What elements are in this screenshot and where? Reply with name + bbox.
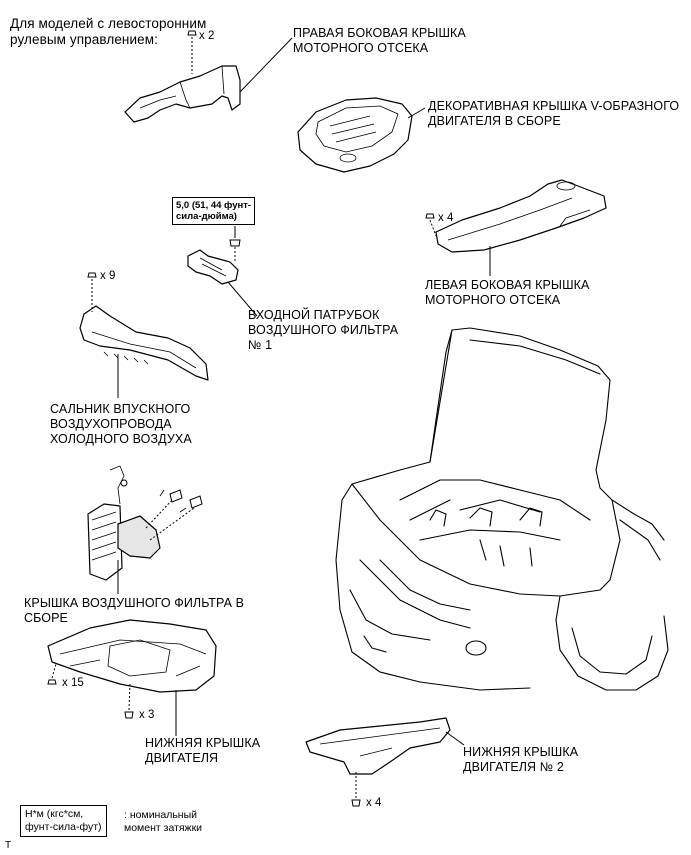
v-engine-cover-part [297,97,413,173]
legend-description: : номинальный момент затяжки [124,809,203,834]
seal-clip-count: x 9 [100,270,116,282]
label-air-inlet: ВХОДНОЙ ПАТРУБОК ВОЗДУШНОГО ФИЛЬТРА № 1 [248,308,399,352]
bolt-icon [124,681,134,719]
right-side-cover-part [124,65,241,123]
engine-under-cover-part [47,619,217,693]
label-v-engine-cover: ДЕКОРАТИВНАЯ КРЫШКА V-ОБРАЗНОГО ДВИГАТЕЛ… [428,99,680,128]
label-left-side-cover: ЛЕВАЯ БОКОВАЯ КРЫШКА МОТОРНОГО ОТСЕКА [425,278,590,307]
label-cool-air-seal: САЛЬНИК ВПУСКНОГО ВОЗДУХОПРОВОДА ХОЛОДНО… [50,402,192,446]
clip-icon [87,272,97,312]
right-cover-clip-count: x 2 [199,30,215,42]
torque-spec-box: 5,0 (51, 44 фунт- сила-дюйма) [172,197,256,225]
bolt-icon [229,226,241,262]
label-engine-under-cover-2: НИЖНЯЯ КРЫШКА ДВИГАТЕЛЯ № 2 [463,745,579,774]
left-side-cover-part [435,179,607,253]
label-right-side-cover: ПРАВАЯ БОКОВАЯ КРЫШКА МОТОРНОГО ОТСЕКА [293,26,466,55]
car-icon [335,327,669,691]
clip-icon [187,30,197,74]
label-engine-under-cover: НИЖНЯЯ КРЫШКА ДВИГАТЕЛЯ [145,736,261,765]
under-cover-bolt-count: x 3 [139,709,155,721]
leader-v-engine-cover [407,107,426,119]
clamp-parts [145,489,203,541]
cool-air-seal-part [79,305,209,381]
air-filter-cover-part [87,465,161,581]
clip-icon [425,213,437,237]
leader-air-inlet [227,281,258,317]
air-inlet-part [187,249,239,285]
leader-engine-under-cover-2 [445,731,465,746]
under-cover-2-bolt-count: x 4 [366,797,382,809]
legend-torque-units: Н*м (кгс*см, фунт-сила-фут) [20,805,107,837]
left-cover-clip-count: x 4 [438,212,454,224]
clip-icon [47,663,57,685]
under-cover-clip-count: x 15 [62,677,84,689]
left-hand-drive-note: Для моделей с левосторонним рулевым упра… [10,16,207,47]
label-air-filter-cover: КРЫШКА ВОЗДУШНОГО ФИЛЬТРА В СБОРЕ [24,596,245,625]
engine-under-cover-2-part [305,717,451,775]
corner-mark: T [5,840,12,851]
bolt-icon [351,772,361,807]
leader-right-side-cover [239,37,293,93]
